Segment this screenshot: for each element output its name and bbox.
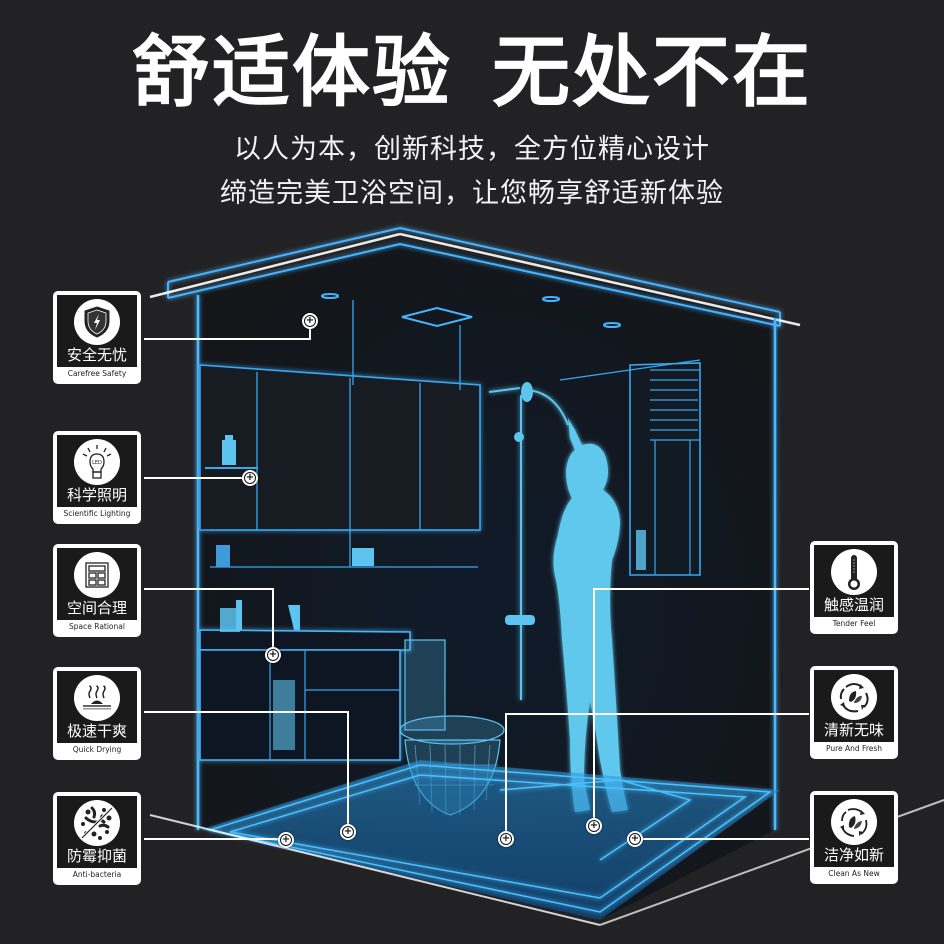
feature-title-cn: 科学照明	[66, 486, 127, 504]
connector-scientific-lighting	[144, 477, 250, 479]
feature-title-en: Carefree Safety	[67, 369, 127, 378]
plus-icon: +	[244, 472, 256, 484]
connector-pure-fresh	[506, 713, 809, 715]
feature-card-pure-fresh[interactable]: 清新无味 Pure And Fresh	[810, 666, 898, 759]
hotspot-tender-feel[interactable]: +	[586, 818, 602, 834]
connector-clean-as-new	[635, 838, 809, 840]
feature-title-en: Scientific Lighting	[63, 509, 131, 518]
connector-carefree-safety	[144, 338, 311, 340]
grid-cabinet-icon	[85, 562, 109, 588]
hotspot-scientific-lighting[interactable]: +	[242, 470, 258, 486]
plus-icon: +	[629, 833, 641, 845]
feature-title-en: Quick Drying	[72, 745, 122, 754]
connector-anti-bacteria	[144, 838, 286, 840]
hotspot-carefree-safety[interactable]: +	[302, 313, 318, 329]
headline-part2: 无处不在	[492, 28, 813, 118]
subtitle-line1: 以人为本，创新科技，全方位精心设计	[234, 134, 710, 165]
feature-title-en: Anti-bacteria	[72, 870, 122, 879]
headline: 舒适体验无处不在	[0, 28, 944, 118]
plus-icon: +	[342, 826, 354, 838]
connector-space-rational-v	[272, 588, 274, 655]
feature-title-cn: 清新无味	[823, 721, 884, 739]
leaf-recycle-icon	[839, 683, 869, 713]
hotspot-quick-drying[interactable]: +	[340, 824, 356, 840]
no-bacteria-icon	[80, 806, 114, 840]
feature-title-en: Tender Feel	[832, 619, 876, 628]
feature-title-en: Clean As New	[828, 869, 880, 878]
feature-card-carefree-safety[interactable]: 安全无忧 Carefree Safety	[53, 291, 141, 384]
plus-icon: +	[267, 649, 279, 661]
plus-icon: +	[304, 315, 316, 327]
connector-quick-drying-v	[347, 711, 349, 832]
hotspot-clean-as-new[interactable]: +	[627, 831, 643, 847]
headline-part1: 舒适体验	[131, 28, 452, 118]
connector-tender-feel	[594, 588, 809, 590]
feature-title-cn: 洁净如新	[823, 846, 884, 864]
feature-card-scientific-lighting[interactable]: LED 科学照明 Scientific Lighting	[53, 431, 141, 524]
hotspot-space-rational[interactable]: +	[265, 647, 281, 663]
thermometer-icon	[848, 555, 860, 590]
feature-title-en: Space Rational	[69, 622, 125, 631]
connector-quick-drying	[144, 711, 349, 713]
feature-card-space-rational[interactable]: 空间合理 Space Rational	[53, 544, 141, 637]
plus-icon: +	[280, 834, 292, 846]
feature-title-cn: 触感温润	[823, 596, 884, 614]
feature-card-clean-as-new[interactable]: 洁净如新 Clean As New	[810, 791, 898, 884]
hotspot-anti-bacteria[interactable]: +	[278, 832, 294, 848]
leaf-cycle-icon	[840, 808, 868, 837]
feature-card-anti-bacteria[interactable]: 防霉抑菌 Anti-bacteria	[53, 792, 141, 885]
connector-pure-fresh-v	[505, 713, 507, 838]
feature-title-cn: 极速干爽	[66, 722, 127, 740]
feature-title-cn: 防霉抑菌	[66, 847, 127, 865]
subtitle-line2: 缔造完美卫浴空间，让您畅享舒适新体验	[220, 178, 724, 209]
heat-drying-icon	[83, 685, 111, 710]
feature-title-cn: 空间合理	[66, 599, 127, 617]
feature-title-cn: 安全无忧	[66, 346, 127, 364]
led-bulb-icon: LED	[82, 445, 112, 479]
connector-space-rational	[144, 588, 274, 590]
feature-title-en: Pure And Fresh	[825, 744, 883, 753]
plus-icon: +	[500, 833, 512, 845]
hotspot-pure-fresh[interactable]: +	[498, 831, 514, 847]
svg-text:LED: LED	[92, 460, 102, 466]
plus-icon: +	[588, 820, 600, 832]
feature-card-quick-drying[interactable]: 极速干爽 Quick Drying	[53, 667, 141, 760]
shield-lightning-icon	[84, 306, 110, 338]
feature-card-tender-feel[interactable]: 触感温润 Tender Feel	[810, 541, 898, 634]
connector-carefree-safety-v	[309, 322, 311, 340]
connector-tender-feel-v	[593, 588, 595, 826]
